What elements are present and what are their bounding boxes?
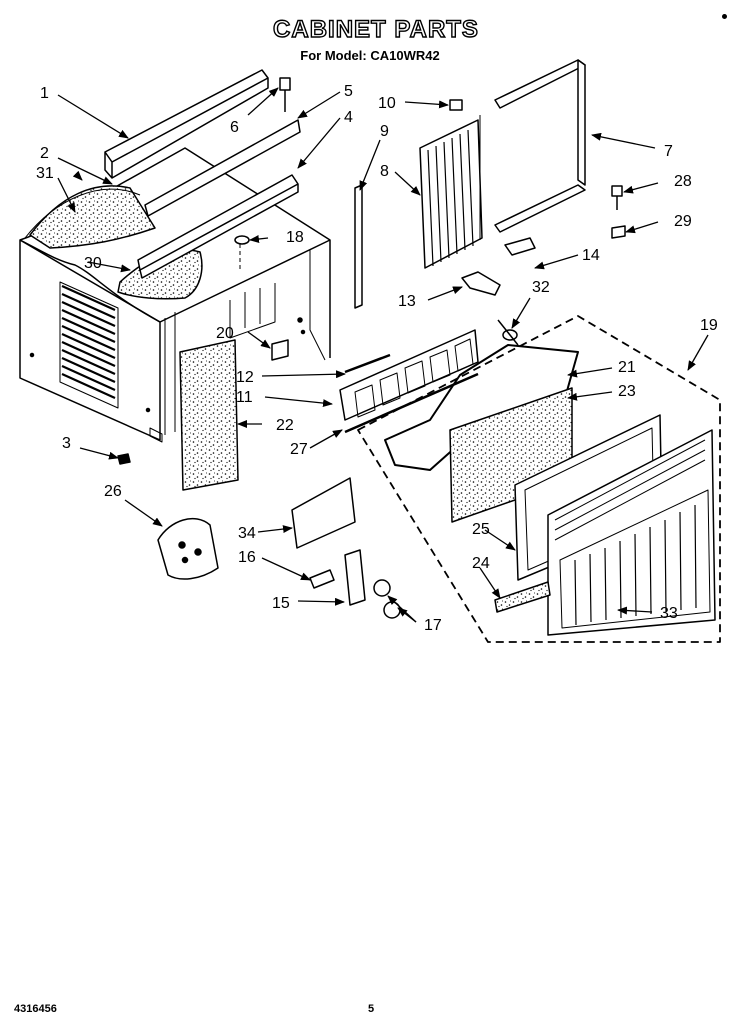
document-number: 4316456 (14, 1003, 57, 1015)
knob-17 (373, 579, 401, 619)
screw-3 (117, 453, 131, 465)
diagram-title: CABINET PARTS (272, 15, 479, 43)
front-panel-33 (547, 429, 716, 636)
callout-33: 33 (660, 605, 678, 622)
callout-8: 8 (380, 163, 389, 180)
callout-19: 19 (700, 317, 718, 334)
bracket-29 (611, 225, 626, 239)
callout-9: 9 (380, 123, 389, 140)
strip-24 (494, 581, 551, 613)
model-subtitle: For Model: CA10WR42 (300, 48, 440, 63)
callout-28: 28 (674, 173, 692, 190)
bracket-13 (461, 271, 501, 296)
callout-31: 31 (36, 165, 54, 182)
leader-lines (57, 87, 709, 623)
callout-11: 11 (236, 389, 253, 406)
callout-3: 3 (62, 435, 71, 452)
callout-23: 23 (618, 383, 636, 400)
mounting-bracket-26 (157, 517, 219, 580)
plug-18 (234, 235, 250, 270)
frame-7 (494, 59, 586, 233)
callout-27: 27 (290, 441, 308, 458)
callout-20: 20 (216, 325, 234, 342)
callout-26: 26 (104, 483, 122, 500)
top-insulation-31 (29, 185, 156, 249)
callout-18: 18 (286, 229, 304, 246)
rail-5 (144, 119, 301, 217)
bushing-32 (497, 319, 519, 346)
clip-20 (271, 339, 289, 361)
callout-labels: 1 2 3 4 5 6 7 8 9 10 11 12 13 14 15 16 1… (36, 83, 718, 634)
callout-4: 4 (344, 109, 353, 126)
bracket-15 (344, 549, 366, 606)
damper-11 (339, 329, 479, 421)
callout-24: 24 (472, 555, 490, 572)
callout-14: 14 (582, 247, 600, 264)
callout-30: 30 (84, 255, 102, 272)
clip-14 (504, 237, 536, 256)
callout-32: 32 (532, 279, 550, 296)
callout-13: 13 (398, 293, 416, 310)
callout-2: 2 (40, 145, 49, 162)
foam-22 (179, 339, 239, 491)
gasket-2 (24, 188, 141, 239)
callout-7: 7 (664, 143, 673, 160)
callout-12: 12 (236, 369, 254, 386)
callout-34: 34 (238, 525, 256, 542)
clip-16 (309, 569, 335, 589)
screw-28 (611, 185, 623, 210)
callout-22: 22 (276, 417, 294, 434)
callout-21: 21 (618, 359, 636, 376)
callout-17: 17 (424, 617, 442, 634)
screw-10 (449, 99, 463, 111)
page-number: 5 (368, 1003, 375, 1015)
callout-15: 15 (272, 595, 290, 612)
screw-6 (279, 77, 291, 112)
callout-1: 1 (40, 85, 49, 102)
callout-29: 29 (674, 213, 692, 230)
rod-12 (344, 353, 391, 374)
control-box-34 (291, 477, 356, 549)
kit-boundary-19 (357, 315, 721, 643)
side-curtain-8 (419, 115, 483, 269)
callout-6: 6 (230, 119, 239, 136)
cabinet-wrapper (19, 147, 331, 443)
callout-5: 5 (344, 83, 353, 100)
callout-16: 16 (238, 549, 256, 566)
rail-1 (104, 69, 269, 179)
callout-10: 10 (378, 95, 396, 112)
side-strip-9 (354, 184, 363, 309)
corner-dot (722, 14, 727, 19)
rail-4 (137, 174, 299, 279)
callout-25: 25 (472, 521, 490, 538)
